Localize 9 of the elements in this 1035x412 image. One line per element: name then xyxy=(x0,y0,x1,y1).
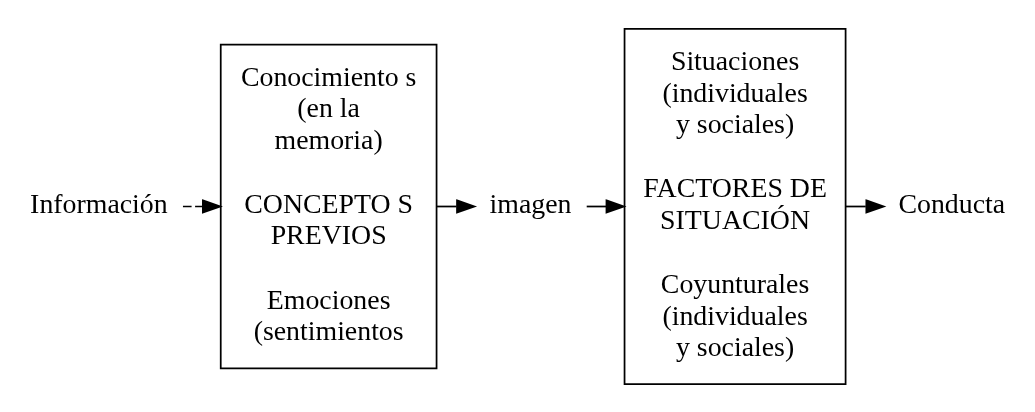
node-text: imagen xyxy=(489,187,572,219)
node-text: Información xyxy=(30,187,168,219)
arrow xyxy=(845,198,887,214)
arrow xyxy=(435,198,478,214)
arrow xyxy=(585,198,627,214)
node-box: Situaciones (individuales y sociales) FACTORES DE SITUACIÓN Coyunturales (individuales y sociales) xyxy=(623,27,847,385)
arrow xyxy=(182,198,223,214)
node-box: Conocimiento s (en la memoria) CONCEPTO S PREVIOS Emociones (sentimientos xyxy=(219,43,438,369)
node-text: Conducta xyxy=(898,187,1006,219)
